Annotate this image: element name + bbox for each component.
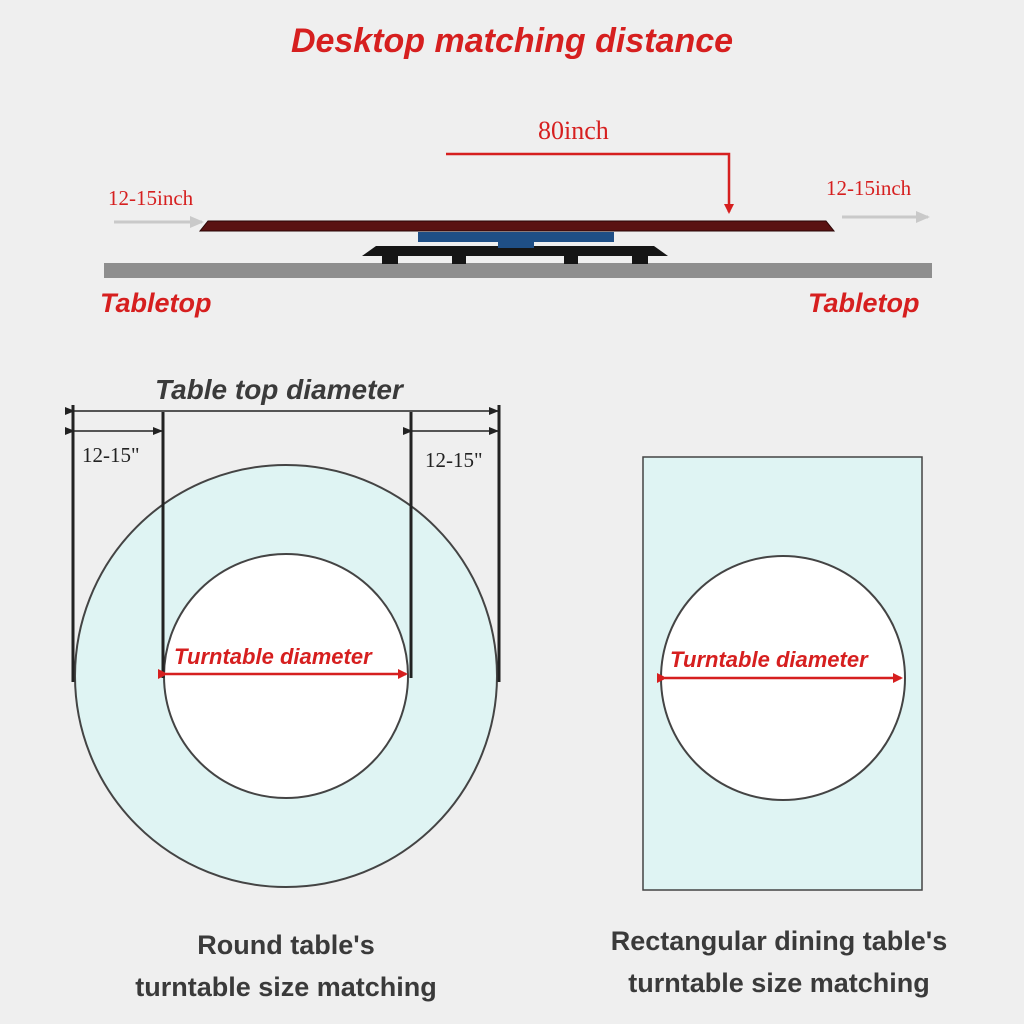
round-turntable-diameter-label: Turntable diameter <box>174 644 372 669</box>
rect-turntable-diameter-label: Turntable diameter <box>670 647 868 672</box>
rect-table-caption: Rectangular dining table's turntable siz… <box>569 920 989 1004</box>
rect-table-view <box>642 456 923 891</box>
right-tabletop-label: Tabletop <box>808 288 920 318</box>
bearing-block <box>418 232 614 242</box>
left-tabletop-label: Tabletop <box>100 288 212 318</box>
table-top-diameter-label: Table top diameter <box>155 374 403 405</box>
rect-caption-line2: turntable size matching <box>628 968 930 998</box>
rect-caption-line1: Rectangular dining table's <box>610 926 948 956</box>
round-table-caption: Round table's turntable size matching <box>76 924 496 1008</box>
bearing-hub <box>498 240 534 248</box>
round-turntable-circle <box>163 553 409 799</box>
turntable-top-disk <box>198 220 836 232</box>
tabletop-slab <box>104 263 932 278</box>
base-foot-mid-left <box>452 256 466 264</box>
page-title: Desktop matching distance <box>290 22 734 60</box>
center-distance-label: 80inch <box>538 116 609 145</box>
side-view <box>104 152 932 278</box>
center-distance-arrow <box>446 152 734 214</box>
base-foot-mid-right <box>564 256 578 264</box>
round-right-margin-label: 12-15" <box>425 448 483 472</box>
round-caption-line1: Round table's <box>197 930 375 960</box>
base-foot-left <box>382 256 398 264</box>
left-margin-label: 12-15inch <box>108 186 194 210</box>
base-foot-right <box>632 256 648 264</box>
round-table-view <box>65 405 501 888</box>
right-margin-label: 12-15inch <box>826 176 912 200</box>
turntable-base <box>362 246 668 256</box>
round-left-margin-label: 12-15" <box>82 443 140 467</box>
round-caption-line2: turntable size matching <box>135 972 437 1002</box>
